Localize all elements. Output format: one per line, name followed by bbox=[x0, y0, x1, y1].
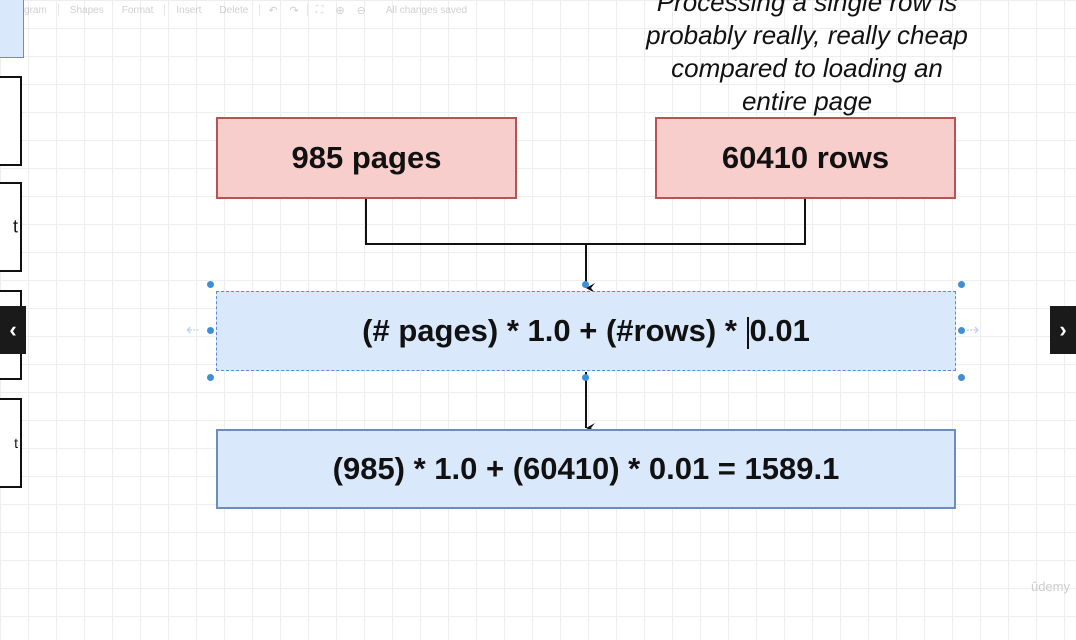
toolbar-divider bbox=[164, 4, 166, 16]
resize-handle-nw[interactable] bbox=[207, 281, 214, 288]
delete-button[interactable]: Delete bbox=[219, 4, 249, 16]
redo-icon[interactable]: ↷ bbox=[289, 4, 299, 17]
arrow-left-hint-icon[interactable]: ⇠ bbox=[186, 322, 200, 339]
toolbar-divider bbox=[306, 4, 308, 16]
resize-handle-n[interactable] bbox=[582, 281, 589, 288]
rows-box-label: 60410 rows bbox=[721, 140, 890, 175]
resize-handle-w[interactable] bbox=[207, 327, 214, 334]
resize-handle-s[interactable] bbox=[582, 374, 589, 381]
annotation-line: entire page bbox=[741, 86, 873, 116]
palette-shape[interactable]: t bbox=[0, 398, 22, 488]
pages-box[interactable]: 985 pages bbox=[216, 117, 517, 199]
result-text: (985) * 1.0 + (60410) * 0.01 = 1589.1 bbox=[332, 451, 840, 486]
pages-box-label: 985 pages bbox=[291, 140, 442, 175]
zoom-out-icon[interactable]: ⊖ bbox=[356, 4, 366, 17]
formula-text-right: 0.01 bbox=[749, 313, 810, 348]
resize-handle-e[interactable] bbox=[958, 327, 965, 334]
connector-pages bbox=[365, 198, 586, 245]
toolbar: Diagram Shapes Format Insert Delete ↶ ↷ … bbox=[0, 0, 480, 20]
resize-handle-ne[interactable] bbox=[958, 281, 965, 288]
palette-shape-label: t bbox=[12, 216, 18, 237]
annotation-line: compared to loading an bbox=[671, 53, 943, 83]
arrow-right-hint-icon[interactable]: ⇢ bbox=[966, 322, 980, 339]
formula-box[interactable]: (# pages) * 1.0 + (#rows) * 0.01 bbox=[216, 291, 956, 371]
next-button[interactable]: › bbox=[1050, 306, 1076, 354]
palette-shape-label: t bbox=[14, 435, 18, 451]
text-cursor bbox=[746, 316, 749, 349]
fullscreen-icon[interactable]: ⛶ bbox=[315, 3, 324, 16]
toolbar-divider bbox=[259, 4, 261, 16]
palette-shape[interactable]: t bbox=[0, 182, 22, 272]
format-menu[interactable]: Format bbox=[121, 4, 154, 16]
resize-handle-sw[interactable] bbox=[207, 374, 214, 381]
annotation-text[interactable]: Processing a single row is probably real… bbox=[600, 0, 1014, 118]
chevron-left-icon: ‹ bbox=[9, 317, 17, 342]
udemy-watermark: ûdemy bbox=[1030, 579, 1070, 594]
chevron-right-icon: › bbox=[1059, 317, 1067, 342]
rows-box[interactable]: 60410 rows bbox=[655, 117, 956, 199]
diagram-menu[interactable]: Diagram bbox=[9, 4, 47, 16]
result-box[interactable]: (985) * 1.0 + (60410) * 0.01 = 1589.1 bbox=[216, 429, 956, 509]
shapes-menu[interactable]: Shapes bbox=[69, 4, 104, 16]
connector-rows bbox=[586, 198, 806, 245]
undo-icon[interactable]: ↶ bbox=[268, 4, 278, 17]
formula-text[interactable]: (# pages) * 1.0 + (#rows) * 0.01 bbox=[362, 313, 810, 349]
resize-handle-se[interactable] bbox=[958, 374, 965, 381]
formula-text-left: (# pages) * 1.0 + (#rows) * bbox=[362, 313, 746, 348]
save-status: All changes saved bbox=[385, 4, 468, 16]
palette-shape-blue[interactable] bbox=[0, 0, 24, 58]
palette-shape[interactable] bbox=[0, 76, 22, 166]
toolbar-divider bbox=[57, 4, 59, 16]
previous-button[interactable]: ‹ bbox=[0, 306, 26, 354]
insert-menu[interactable]: Insert bbox=[176, 4, 202, 16]
zoom-in-icon[interactable]: ⊕ bbox=[335, 4, 345, 17]
annotation-line: Processing a single row is bbox=[656, 0, 958, 17]
annotation-line: probably really, really cheap bbox=[646, 20, 968, 50]
